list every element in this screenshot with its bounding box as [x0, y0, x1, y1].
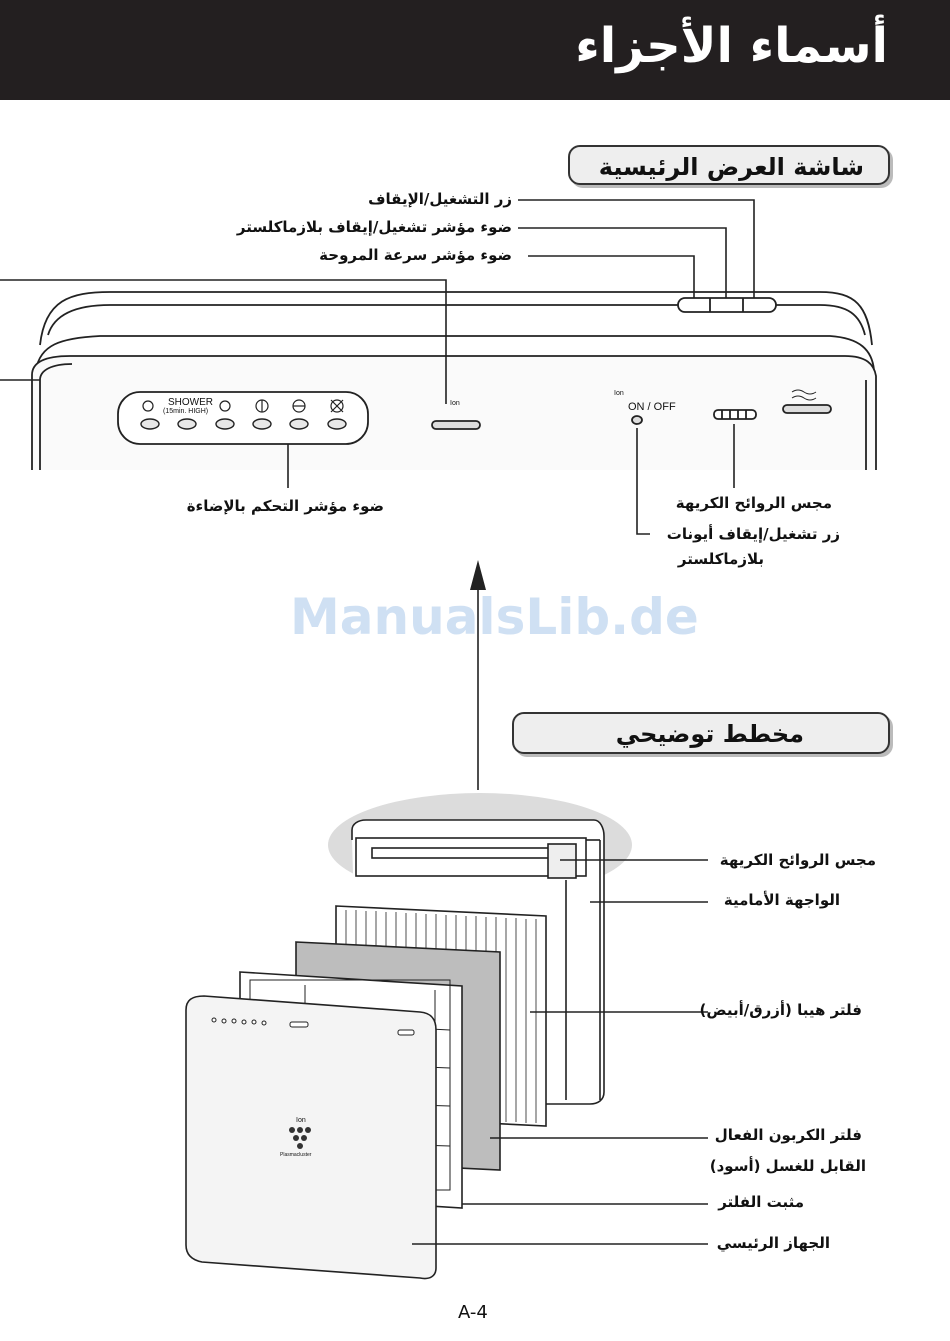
section-main-display-label: شاشة العرض الرئيسية [598, 153, 864, 181]
unit-brand-label: Plasmacluster [280, 1152, 312, 1158]
diagram-label-carbon-1: فلتر الكربون الفعال [714, 1126, 862, 1144]
page-title: أسماء الأجزاء [575, 18, 888, 74]
unit-ion-label: Ion [296, 1117, 306, 1124]
label-light-control: ضوء مؤشر التحكم بالإضاءة [186, 497, 384, 515]
diagram-label-filter-holder: مثبت الفلتر [718, 1193, 804, 1211]
section-diagram: مخطط توضيحي [512, 712, 890, 754]
section-diagram-label: مخطط توضيحي [615, 720, 804, 748]
on-off-label: ON / OFF [628, 401, 676, 413]
diagram-label-carbon-2: القابل للغسل (أسود) [709, 1157, 866, 1175]
ion-label: Ion [450, 400, 460, 407]
page-number: A-4 [458, 1302, 488, 1323]
shower-sublabel: (15min. HIGH) [163, 408, 209, 415]
diagram-label-hepa: فلتر هيبا (أزرق/أبيض) [699, 1001, 863, 1019]
diagram-leader-lines [412, 859, 708, 1245]
shower-label: SHOWER [168, 397, 213, 408]
label-power-button: زر التشغيل/الإيقاف [368, 190, 512, 208]
display-leader-lines [0, 199, 755, 790]
diagram-label-main-unit: الجهاز الرئيسي [716, 1234, 830, 1252]
exploded-diagram [185, 793, 632, 1280]
diagram-label-odor-sensor: مجس الروائح الكريهة [719, 851, 876, 869]
label-fan-speed-light: ضوء مؤشر سرعة المروحة [319, 246, 512, 264]
watermark: ManualsLib.de [290, 588, 699, 646]
label-plasmacluster-light: ضوء مؤشر تشغيل/إيقاف بلازماكلستر [236, 218, 512, 236]
label-ion-button-1: زر تشغيل/إيقاف أيونات [666, 525, 840, 543]
diagram-label-front-panel: الواجهة الأمامية [723, 891, 840, 909]
section-main-display: شاشة العرض الرئيسية [568, 145, 890, 185]
label-ion-button-2: بلازماكلستر [677, 550, 764, 568]
ion-label-right: Ion [614, 390, 624, 397]
display-panel-drawing [31, 291, 877, 470]
page-header: أسماء الأجزاء [0, 0, 950, 100]
label-odor-sensor: مجس الروائح الكريهة [675, 494, 832, 512]
